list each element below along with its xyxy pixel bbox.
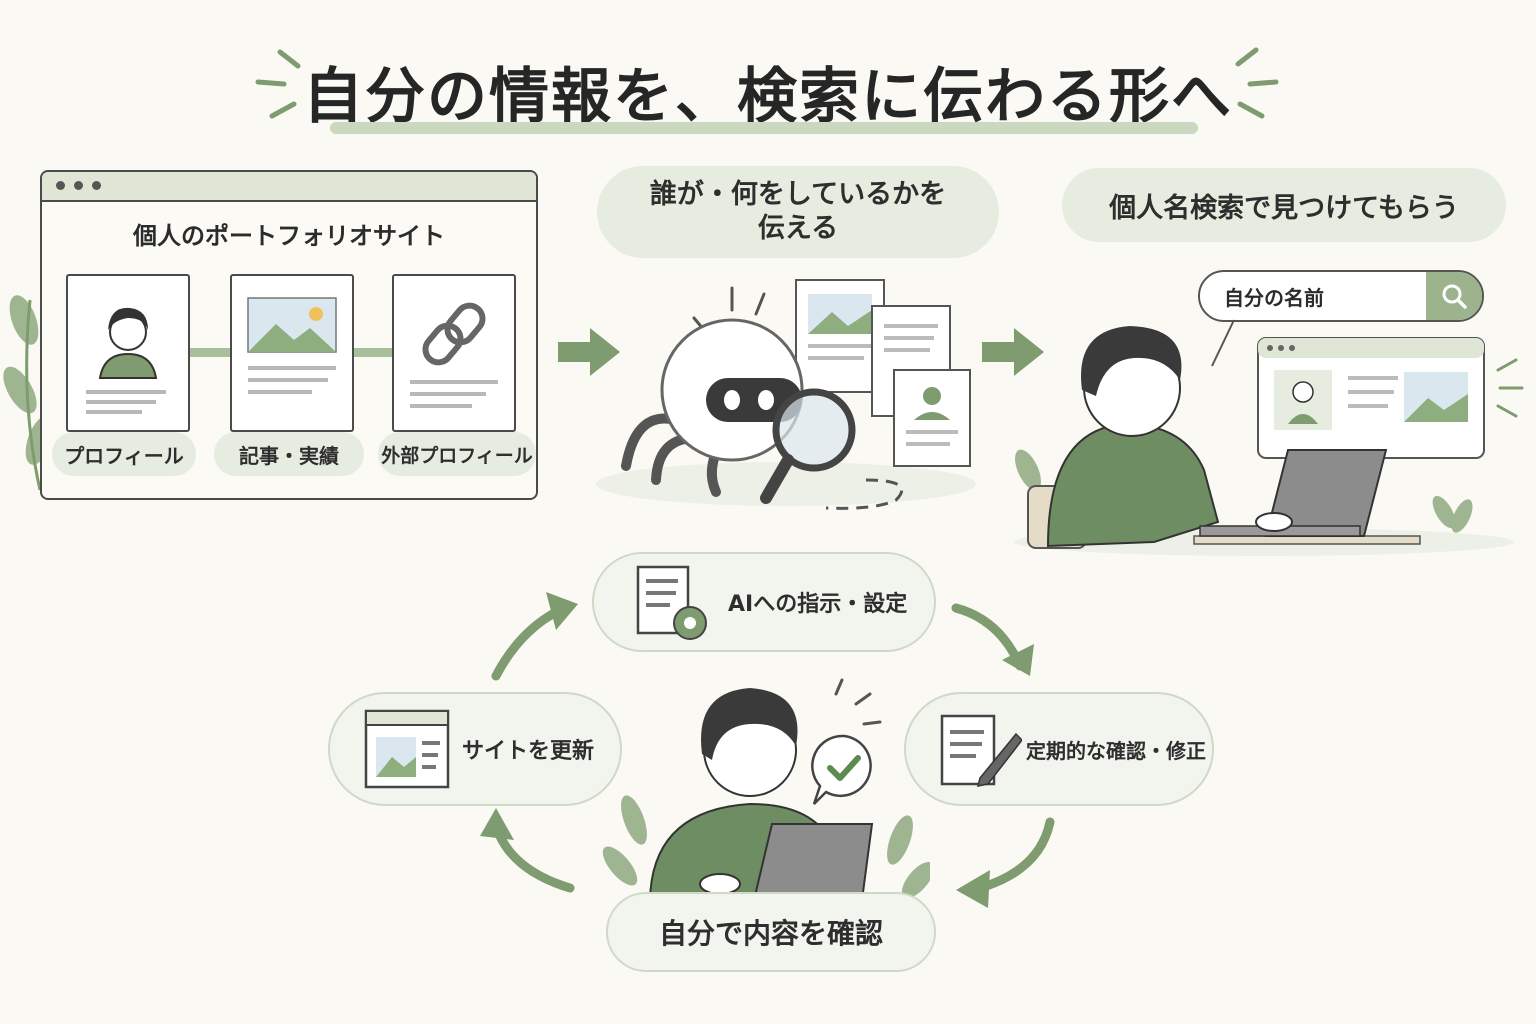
cycle-step-periodic-check: 定期的な確認・修正	[904, 692, 1214, 806]
cycle-step-self-review: 自分で内容を確認	[606, 892, 936, 972]
card-label-external: 外部プロフィール	[378, 432, 536, 476]
card-label-profile: プロフィール	[52, 432, 196, 476]
landscape-image-icon	[247, 297, 337, 394]
image-icon	[364, 709, 450, 789]
browser-titlebar	[42, 172, 536, 202]
card-connector	[348, 348, 394, 357]
portfolio-browser-window: 個人のポートフォリオサイト プロフィール 記事・実績 外部プロフィール	[40, 170, 538, 500]
title-sparkles	[255, 47, 1279, 119]
search-icon	[1442, 284, 1467, 309]
pencil-icon	[940, 714, 1022, 787]
cycle-step-label: AIへの指示・設定	[728, 592, 908, 617]
card-label-articles: 記事・実績	[214, 432, 364, 476]
search-box[interactable]: 自分の名前	[1198, 270, 1484, 322]
portfolio-heading: 個人のポートフォリオサイト	[133, 222, 445, 250]
crawler-robot-illustration	[596, 279, 976, 510]
gear-document-icon	[636, 565, 707, 640]
crawler-caption-line2: 伝える	[757, 213, 839, 244]
cycle-arrows	[480, 592, 1055, 908]
arrow-right-icon	[558, 328, 620, 376]
title-underline	[330, 122, 1198, 134]
arrow-right-icon	[982, 328, 1044, 376]
search-button[interactable]	[1426, 272, 1482, 320]
profile-card	[66, 274, 190, 432]
page-title: 自分の情報を、検索に伝わる形へ	[303, 62, 1233, 132]
cycle-step-ai-instructions: AIへの指示・設定	[592, 552, 936, 652]
card-connector	[186, 348, 232, 357]
person-avatar-icon	[86, 307, 166, 414]
crawler-caption-line1: 誰が・何をしているかを	[649, 179, 947, 210]
person-searching-illustration	[1014, 319, 1524, 556]
cycle-step-update-site: サイトを更新	[328, 692, 622, 806]
crawler-caption: 誰が・何をしているかを 伝える	[597, 166, 999, 258]
external-profile-card	[392, 274, 516, 432]
cycle-step-label: 定期的な確認・修正	[1026, 738, 1206, 763]
search-caption: 個人名検索で見つけてもらう	[1062, 168, 1506, 242]
window-dot	[92, 181, 101, 190]
article-card	[230, 274, 354, 432]
window-dot	[56, 181, 65, 190]
cycle-step-label: サイトを更新	[462, 739, 595, 764]
checkmark-icon	[811, 734, 872, 805]
window-dot	[74, 181, 83, 190]
search-query: 自分の名前	[1224, 286, 1324, 310]
chain-link-icon	[410, 302, 498, 408]
